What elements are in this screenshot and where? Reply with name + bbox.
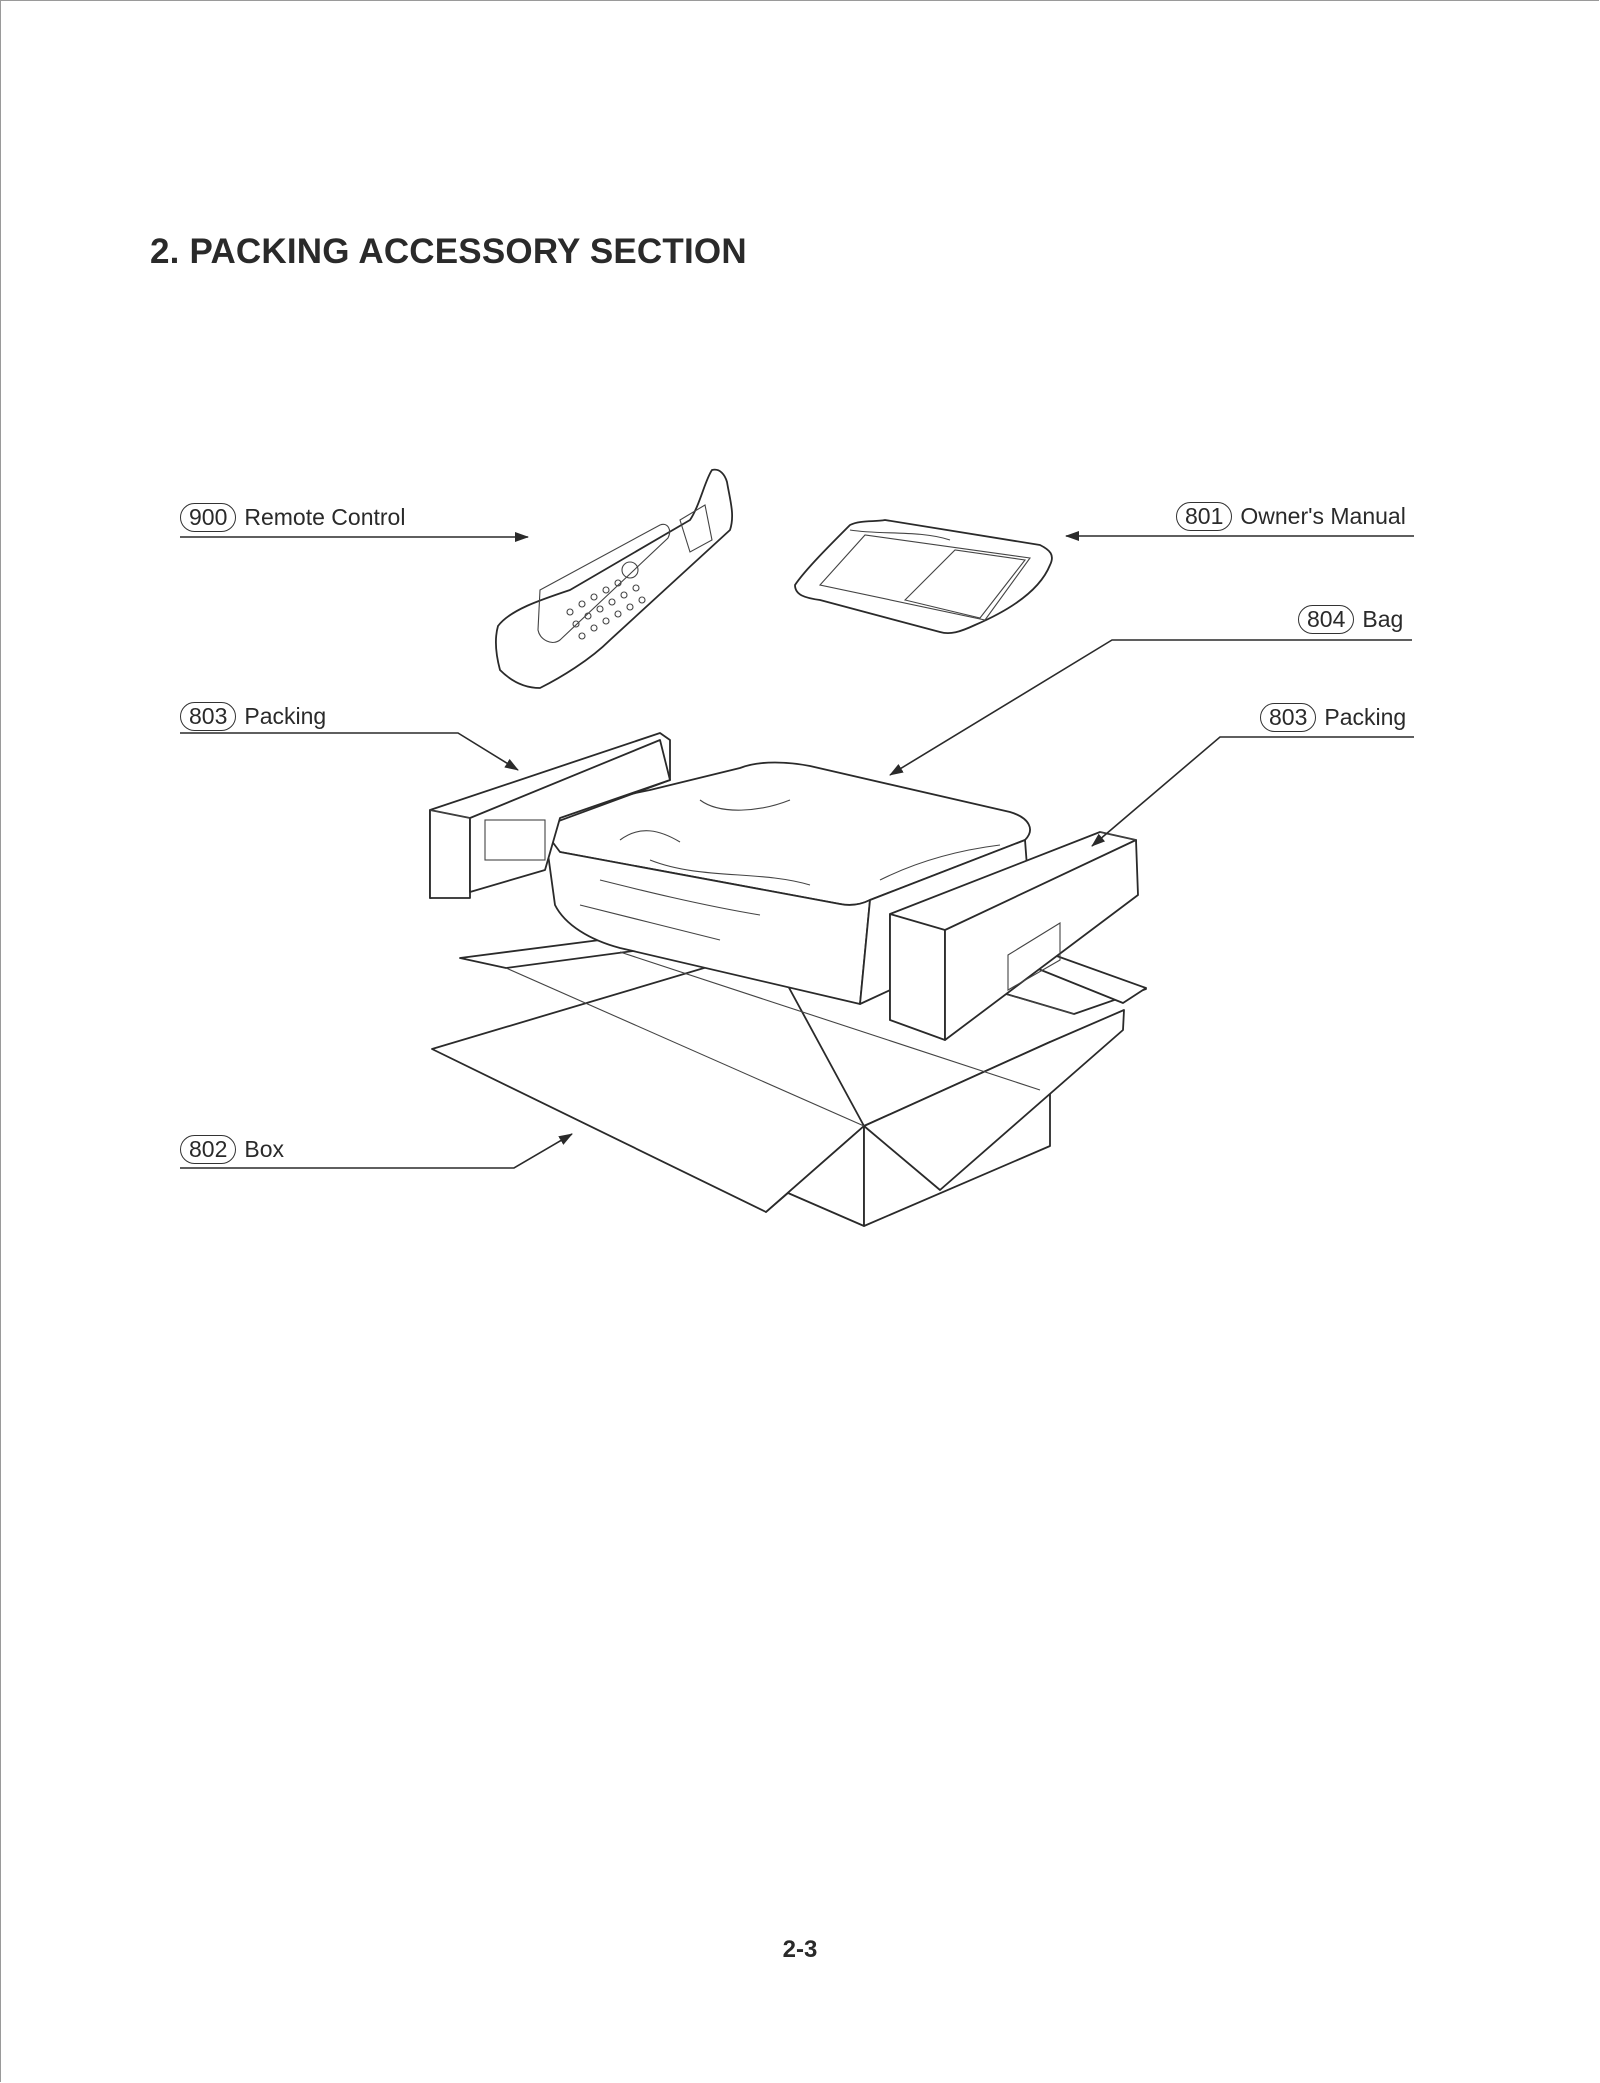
leader-lines (180, 531, 1414, 1169)
section-title: 2. PACKING ACCESSORY SECTION (150, 232, 747, 271)
part-label: Remote Control (244, 504, 406, 530)
callout-remote-control: 900 Remote Control (180, 503, 405, 532)
callout-box: 802 Box (180, 1135, 284, 1164)
right-packing-block (889, 831, 1139, 1041)
part-label: Packing (1324, 704, 1407, 730)
left-packing-block (429, 732, 671, 899)
part-label: Bag (1362, 606, 1404, 632)
remote-buttons (566, 561, 646, 640)
page-number: 2-3 (782, 1936, 818, 1963)
owners-manual-in-bag (794, 519, 1053, 635)
part-label: Box (244, 1136, 285, 1162)
callout-packing-right: 803 Packing (1260, 703, 1406, 732)
part-number-badge: 900 (180, 503, 237, 532)
part-number-badge: 803 (1260, 703, 1317, 732)
part-number-badge: 804 (1298, 605, 1355, 634)
leader-bag (889, 639, 1412, 776)
part-number-badge: 802 (180, 1135, 237, 1164)
part-number-badge: 801 (1176, 502, 1233, 531)
remote-control-in-bag (494, 468, 733, 689)
callout-bag: 804 Bag (1298, 605, 1403, 634)
callout-packing-left: 803 Packing (180, 702, 326, 731)
leader-packing-left (180, 732, 519, 771)
part-number-badge: 803 (180, 702, 237, 731)
callout-owners-manual: 801 Owner's Manual (1176, 502, 1406, 531)
part-label: Owner's Manual (1240, 503, 1406, 529)
part-label: Packing (244, 703, 327, 729)
leader-packing-right (1091, 736, 1414, 847)
leader-box (180, 1133, 573, 1169)
